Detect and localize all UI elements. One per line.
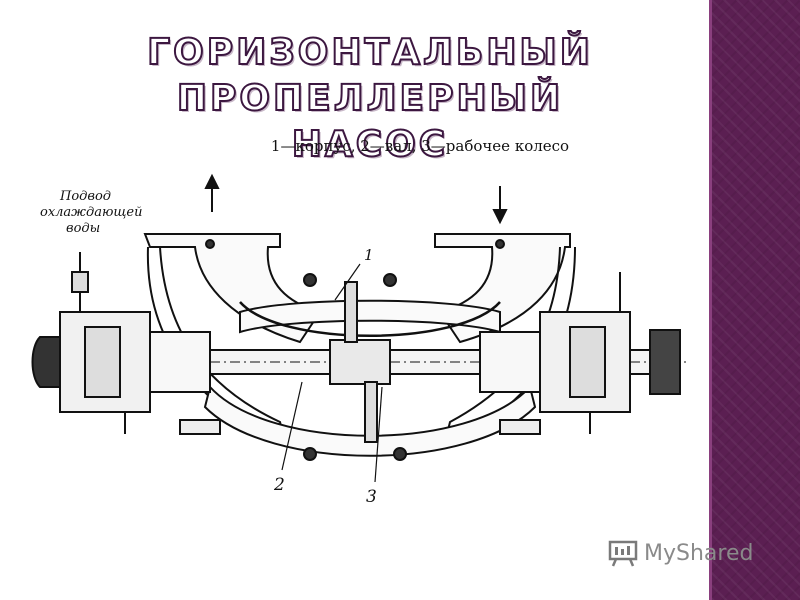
discharge-elbow	[143, 233, 322, 344]
watermark-logo: MyShared	[608, 538, 753, 568]
bolt	[205, 239, 215, 249]
right-bearing	[569, 326, 606, 398]
title-line-2: ПРОПЕЛЛЕРНЫЙ НАСОС	[176, 77, 564, 166]
support-foot	[499, 419, 541, 435]
callout-2: 2	[273, 475, 285, 495]
slide-title: ГОРИЗОНТАЛЬНЫЙ ПРОПЕЛЛЕРНЫЙ НАСОС	[130, 30, 610, 168]
callout-3: 3	[366, 487, 377, 507]
cooling-valve	[71, 271, 89, 293]
bolt	[495, 239, 505, 249]
impeller-hub	[329, 339, 391, 385]
right-gland	[479, 331, 541, 393]
left-bearing	[84, 326, 121, 398]
callout-3-leader	[374, 386, 383, 483]
pump-cross-section-drawing: Подвод охлаждающей воды 1 2 3	[31, 173, 690, 507]
side-label-line-3: воды	[66, 221, 100, 236]
presentation-board-icon	[608, 540, 638, 567]
side-decoration-band	[712, 0, 800, 600]
bolt	[393, 447, 407, 461]
impeller-bowl	[239, 301, 501, 337]
callout-1-leader	[334, 263, 361, 301]
right-coupling	[649, 329, 681, 395]
bolt	[383, 273, 397, 287]
legend-caption: 1—корпус, 2—вал, 3—рабочее колесо	[270, 137, 570, 155]
callout-1: 1	[364, 246, 374, 264]
left-gland	[149, 331, 211, 393]
impeller-blade-lower	[364, 381, 378, 443]
bolt	[303, 447, 317, 461]
lower-casing	[203, 384, 537, 457]
outflow-arrowhead	[204, 173, 220, 189]
bolt	[303, 273, 317, 287]
left-end-cap	[31, 336, 61, 388]
impeller-blade-upper	[344, 281, 358, 343]
side-label-line-1: Подвод	[59, 189, 111, 204]
side-band-edge	[709, 0, 712, 600]
title-line-1: ГОРИЗОНТАЛЬНЫЙ	[146, 31, 593, 74]
support-foot	[179, 419, 221, 435]
callout-2-leader	[281, 381, 303, 471]
side-label-line-2: охлаждающей	[40, 205, 142, 220]
inflow-arrowhead	[492, 209, 508, 225]
watermark-text: MyShared	[644, 540, 754, 566]
